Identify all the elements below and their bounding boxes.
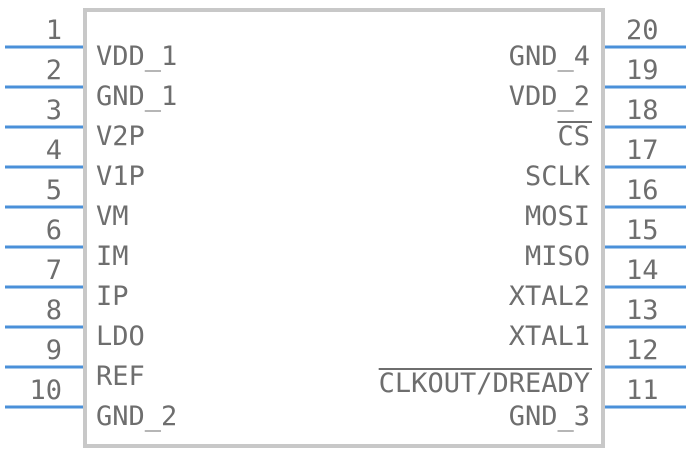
pin-name: GND_3 (509, 401, 590, 432)
pin-number: 14 (626, 255, 659, 286)
pin-number: 15 (626, 215, 659, 246)
pin-name: LDO (96, 321, 145, 352)
pin-name: GND_2 (96, 401, 177, 432)
pin-name: SCLK (525, 161, 591, 192)
pin-name: MISO (525, 241, 590, 272)
pin-number: 3 (46, 95, 62, 126)
pin-number: 10 (29, 375, 62, 406)
pin-name: XTAL2 (509, 281, 590, 312)
pin-name: GND_1 (96, 81, 177, 112)
pin-name: V1P (96, 161, 145, 192)
pin-number: 4 (46, 135, 62, 166)
pin-name: XTAL1 (509, 321, 590, 352)
pin-number: 20 (626, 15, 659, 46)
pin-name: CS (557, 121, 590, 152)
pin-name: REF (96, 361, 145, 392)
pin-number: 18 (626, 95, 659, 126)
pin-number: 16 (626, 175, 659, 206)
pin-name: VM (96, 201, 129, 232)
pin-name: IP (96, 281, 129, 312)
pin-number: 12 (626, 335, 659, 366)
ic-body (83, 8, 605, 448)
pin-number: 17 (626, 135, 659, 166)
pin-number: 7 (46, 255, 62, 286)
pin-name: VDD_1 (96, 41, 177, 72)
pin-number: 6 (46, 215, 62, 246)
pin-name: CLKOUT/DREADY (379, 368, 590, 399)
pin-number: 9 (46, 335, 62, 366)
pin-name: GND_4 (509, 41, 590, 72)
pin-name: MOSI (525, 201, 590, 232)
pin-number: 11 (626, 375, 659, 406)
pin-number: 1 (46, 15, 62, 46)
pin-name: V2P (96, 121, 145, 152)
pin-name: IM (96, 241, 129, 272)
pin-name: VDD_2 (509, 81, 590, 112)
pin-number: 2 (46, 55, 62, 86)
pin-number: 13 (626, 295, 659, 326)
pin-number: 5 (46, 175, 62, 206)
pin-number: 19 (626, 55, 659, 86)
pin-number: 8 (46, 295, 62, 326)
